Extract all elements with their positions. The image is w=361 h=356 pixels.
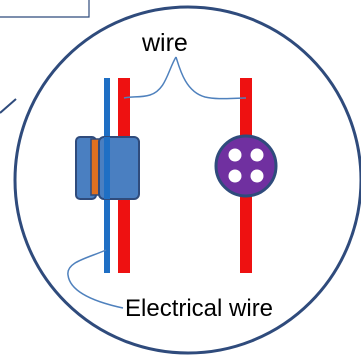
electrical-wire-leader (67, 249, 124, 309)
wire-leader-right (175, 56, 247, 100)
wire-leader-left (123, 56, 177, 99)
electrical-wire-label: Electrical wire (125, 295, 274, 322)
corner-box (0, 0, 90, 18)
wire-label: wire (142, 29, 188, 57)
clamp-connector-icon (75, 136, 140, 200)
callout-line (0, 98, 17, 114)
round-socket-icon (214, 134, 278, 198)
magnifier-circle (13, 5, 361, 355)
